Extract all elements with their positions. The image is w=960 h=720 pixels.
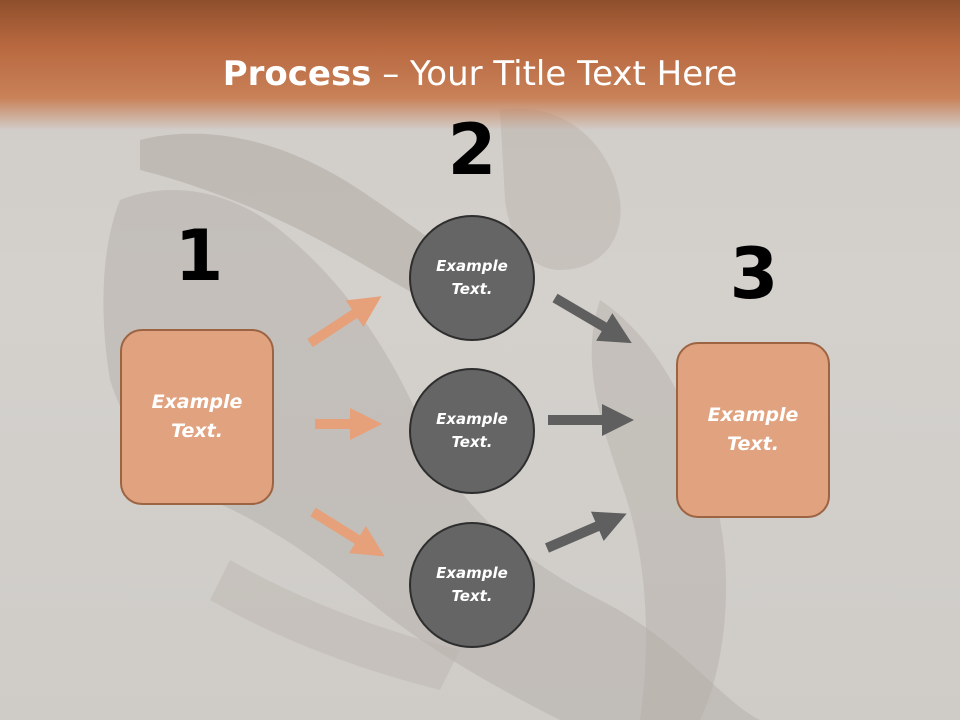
circle-middle-line2: Text. [451,433,493,451]
circle-bottom-line1: Example [436,564,508,582]
circle-bottom-line2: Text. [451,587,493,605]
circle-middle-line1: Example [436,410,508,428]
step-number-2: 2 [447,109,497,191]
step-number-1: 1 [174,215,224,297]
circle-top-line2: Text. [451,280,493,298]
step-1-label-line2: Text. [171,420,223,442]
step-3-label-line1: Example [707,404,799,426]
step-3-label-line2: Text. [727,433,779,455]
circle-top-line1: Example [436,257,508,275]
title-bold: Process [222,54,372,94]
slide-title: Process – Your Title Text Here [0,52,960,96]
step-number-3: 3 [729,233,779,315]
step-1-label-line1: Example [151,391,243,413]
arrow-circle-top-to-box3 [552,293,632,344]
arrow-box1-to-circle-top [307,296,382,348]
arrow-circle-bottom-to-box3 [545,511,627,553]
title-rest: – Your Title Text Here [371,54,738,94]
title-banner [0,0,960,130]
arrow-box1-to-circle-bottom [310,507,385,557]
